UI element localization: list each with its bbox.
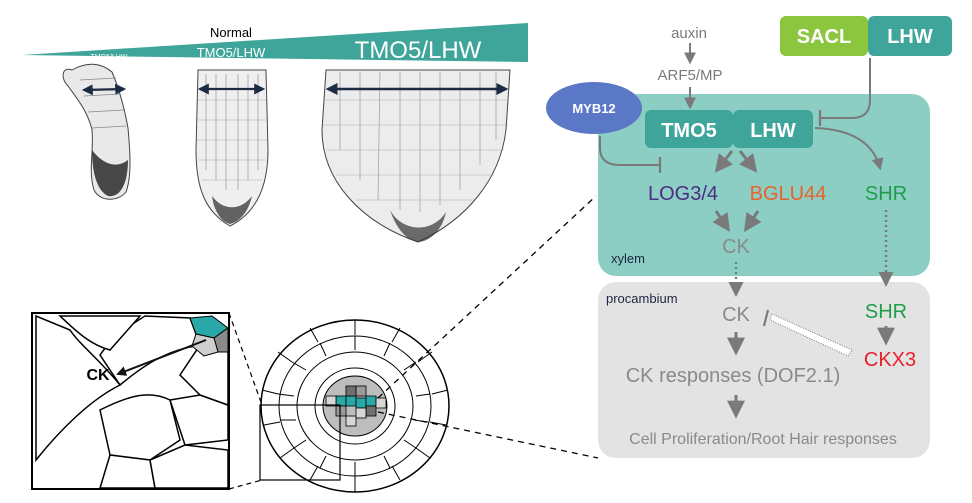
lhw-label: LHW [750, 120, 796, 142]
xylem-label: xylem [611, 251, 645, 266]
auxin-label: auxin [671, 25, 707, 42]
ckx3-label: CKX3 [864, 349, 916, 371]
procambium-compartment [598, 282, 930, 458]
zoom-ck-label: CK [86, 367, 110, 384]
myb12-ellipse [546, 82, 642, 134]
lhw-box [733, 110, 813, 148]
log-label: LOG3/4 [648, 183, 718, 205]
lhw-top-box [868, 16, 952, 56]
normal-label: Normal [210, 25, 252, 40]
gradient-label-low: TMO5/LHW [91, 54, 128, 61]
bglu-label: BGLU44 [750, 183, 827, 205]
final-responses-label: Cell Proliferation/Root Hair responses [629, 431, 897, 448]
gradient-label-normal: TMO5/LHW [197, 45, 266, 60]
expression-gradient: Normal TMO5/LHW TMO5/LHW TMO5/LHW [22, 23, 528, 64]
tmo5-label: TMO5 [661, 120, 717, 142]
arf5-label: ARF5/MP [657, 67, 722, 84]
zoom-region-box [259, 404, 341, 481]
pathway-diagram: xylem procambium auxin ARF5/MP SACL LHW … [546, 16, 952, 458]
gradient-label-high: TMO5/LHW [355, 37, 482, 64]
tmo5-box [645, 110, 733, 148]
root-small [62, 63, 131, 200]
root-cross-section [259, 319, 450, 493]
shr-procambium-label: SHR [865, 301, 907, 323]
sacl-box [780, 16, 868, 56]
gradient-wedge [22, 23, 528, 62]
ck-responses-label: CK responses (DOF2.1) [626, 365, 841, 387]
shr-xylem-label: SHR [865, 183, 907, 205]
sacl-label: SACL [797, 26, 851, 48]
procambium-label: procambium [606, 291, 678, 306]
root-large [321, 69, 511, 243]
myb12-label: MYB12 [572, 101, 615, 116]
root-normal [195, 69, 269, 227]
lhw-top-label: LHW [887, 26, 933, 48]
ck-procambium-label: CK [722, 304, 750, 326]
zoom-inset: CK [31, 312, 230, 490]
ck-xylem-label: CK [722, 236, 750, 258]
